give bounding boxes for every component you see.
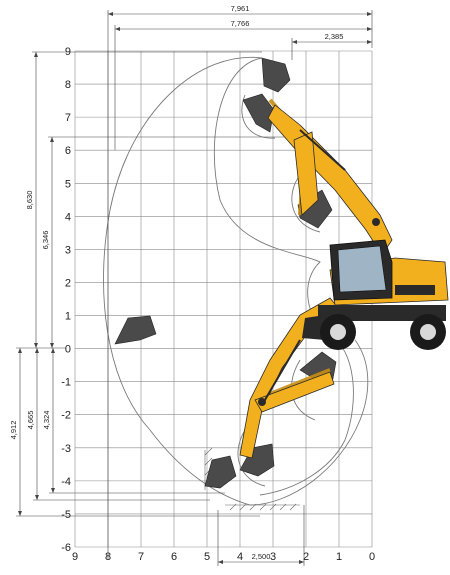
- y-tick-label: -6: [61, 542, 71, 554]
- y-tick-label: 8: [65, 79, 71, 91]
- y-tick-label: 7: [65, 112, 71, 124]
- y-tick-label: 2: [65, 277, 71, 289]
- counterweight-stripe: [395, 285, 435, 295]
- excavator: [239, 104, 449, 459]
- tip-arc-mid: [291, 174, 321, 233]
- bucket-positions: [114, 57, 337, 489]
- y-tick-label: 3: [65, 244, 71, 256]
- dim-depth-2: 4,665: [26, 411, 35, 430]
- blade: [302, 315, 325, 340]
- tip-arc-bottom: [237, 429, 266, 487]
- undercarriage: [318, 305, 446, 321]
- bucket-left: [114, 315, 157, 345]
- dipper-arm-lower: [254, 371, 335, 413]
- y-tick-label: 1: [65, 311, 71, 323]
- x-tick-label: 6: [171, 551, 177, 563]
- dimension-labels: 7,961 7,766 2,385 8,630 6,346 4,912 4,66…: [9, 4, 343, 561]
- bucket-top: [261, 57, 291, 93]
- dimension-lines: [16, 10, 373, 566]
- dimension-arrows: [18, 12, 372, 564]
- dim-bottom-width: 2,500: [252, 552, 271, 561]
- x-tick-label: 0: [369, 551, 375, 563]
- hydraulic-cylinder-upper: [299, 129, 346, 171]
- y-tick-label: -3: [61, 443, 71, 455]
- x-tick-label: 7: [138, 551, 144, 563]
- y-tick-label: -1: [61, 377, 71, 389]
- bucket-dig: [204, 455, 237, 489]
- y-tick-label: 0: [65, 344, 71, 356]
- outer-envelope-curve: [103, 56, 369, 506]
- inner-envelope-curve: [213, 57, 354, 496]
- x-tick-label: 9: [72, 551, 78, 563]
- arm-pin: [258, 398, 266, 406]
- dim-max-height: 8,630: [25, 191, 34, 210]
- dim-reach-ground: 7,766: [231, 19, 250, 28]
- y-tick-label: 5: [65, 178, 71, 190]
- dim-top-offset: 2,385: [325, 32, 344, 41]
- dim-dump-height: 6,346: [41, 231, 50, 250]
- boom-pin: [372, 218, 380, 226]
- x-tick-label: 1: [336, 551, 342, 563]
- tip-arc-upper: [241, 94, 276, 139]
- dim-depth-3: 4,324: [42, 411, 51, 430]
- cab-window: [337, 245, 387, 293]
- y-tick-label: -2: [61, 410, 71, 422]
- x-tick-label: 5: [204, 551, 210, 563]
- y-tick-label: -4: [61, 476, 71, 488]
- x-tick-label: 3: [270, 551, 276, 563]
- hydraulic-cylinder-lower: [261, 339, 301, 406]
- x-tick-label: 4: [237, 551, 243, 563]
- rear-hub: [420, 324, 436, 340]
- y-tick-label: 4: [65, 211, 71, 223]
- boom-upper: [267, 104, 393, 256]
- dim-max-reach: 7,961: [231, 4, 250, 13]
- y-tick-label: -5: [61, 509, 71, 521]
- bucket-upper: [242, 93, 275, 133]
- x-tick-label: 2: [303, 551, 309, 563]
- y-tick-label: 6: [65, 145, 71, 157]
- reach-envelope: [103, 56, 369, 506]
- bucket-mid: [297, 189, 333, 229]
- front-hub: [330, 324, 346, 340]
- dim-depth-1: 4,912: [9, 421, 18, 440]
